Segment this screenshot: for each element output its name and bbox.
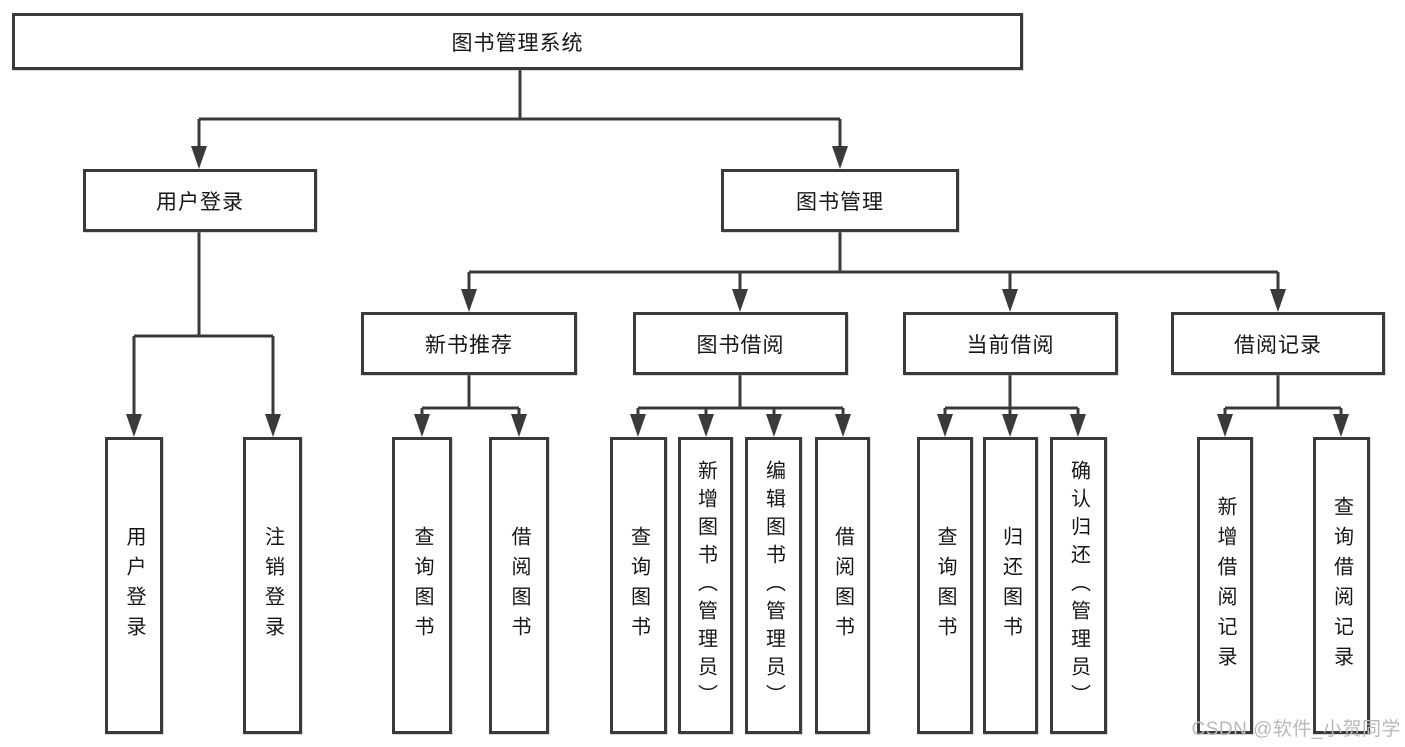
node-user-login: 用户登录 bbox=[83, 169, 317, 232]
leaf-cb-return-books-label: 归还图书 bbox=[999, 525, 1022, 646]
node-borrowing-records-label: 借阅记录 bbox=[1234, 333, 1322, 357]
node-book-management-label: 图书管理 bbox=[796, 190, 884, 214]
leaf-bb-borrow-books-label: 借阅图书 bbox=[831, 525, 854, 646]
leaf-logout-label: 注销登录 bbox=[261, 525, 284, 646]
leaf-bb-borrow-books: 借阅图书 bbox=[815, 437, 870, 734]
leaf-user-login: 用户登录 bbox=[105, 437, 163, 734]
leaf-br-add-record-label: 新增借阅记录 bbox=[1214, 495, 1236, 676]
leaf-nbr-borrow-books-label: 借阅图书 bbox=[508, 525, 530, 646]
leaf-bb-edit-books-label: 编辑图书（管理员） bbox=[762, 459, 785, 712]
leaf-cb-confirm-return: 确认归还（管理员） bbox=[1050, 437, 1107, 734]
leaf-br-add-record: 新增借阅记录 bbox=[1197, 437, 1253, 734]
node-book-borrowing-label: 图书借阅 bbox=[696, 333, 785, 357]
node-user-login-label: 用户登录 bbox=[156, 190, 244, 214]
node-borrowing-records: 借阅记录 bbox=[1171, 312, 1385, 375]
leaf-nbr-query-books-label: 查询图书 bbox=[411, 525, 433, 646]
leaf-bb-add-books: 新增图书（管理员） bbox=[678, 437, 733, 734]
leaf-cb-return-books: 归还图书 bbox=[983, 437, 1038, 734]
leaf-cb-query-books: 查询图书 bbox=[917, 437, 973, 734]
node-book-borrowing: 图书借阅 bbox=[633, 312, 848, 375]
csdn-watermark: CSDN @软件_小贺同学 bbox=[1191, 719, 1401, 740]
leaf-nbr-borrow-books: 借阅图书 bbox=[489, 437, 549, 734]
leaf-nbr-query-books: 查询图书 bbox=[392, 437, 452, 734]
leaf-cb-query-books-label: 查询图书 bbox=[934, 525, 956, 646]
node-root: 图书管理系统 bbox=[12, 13, 1023, 70]
node-new-book-recommend-label: 新书推荐 bbox=[425, 333, 513, 357]
leaf-logout: 注销登录 bbox=[243, 437, 302, 734]
node-book-management: 图书管理 bbox=[721, 169, 959, 232]
node-new-book-recommend: 新书推荐 bbox=[361, 312, 577, 375]
leaf-br-query-record-label: 查询借阅记录 bbox=[1330, 495, 1353, 676]
leaf-bb-query-books-label: 查询图书 bbox=[627, 525, 650, 646]
leaf-bb-edit-books: 编辑图书（管理员） bbox=[745, 437, 802, 734]
leaf-bb-add-books-label: 新增图书（管理员） bbox=[694, 459, 717, 712]
node-current-borrowing: 当前借阅 bbox=[903, 312, 1118, 375]
leaf-br-query-record: 查询借阅记录 bbox=[1313, 437, 1370, 734]
leaf-bb-query-books: 查询图书 bbox=[610, 437, 667, 734]
node-root-label: 图书管理系统 bbox=[451, 31, 584, 55]
leaf-cb-confirm-return-label: 确认归还（管理员） bbox=[1067, 459, 1090, 712]
leaf-user-login-label: 用户登录 bbox=[123, 525, 145, 646]
node-current-borrowing-label: 当前借阅 bbox=[966, 333, 1055, 357]
